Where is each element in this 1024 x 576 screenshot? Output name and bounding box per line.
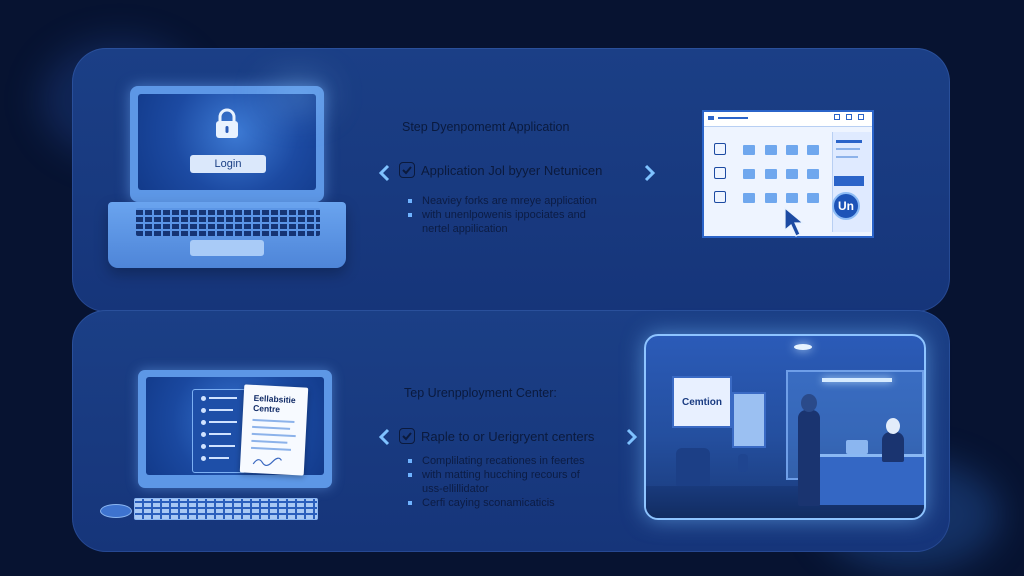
employment-center-photo: Cemtion — [644, 334, 926, 520]
check-icon — [402, 166, 412, 175]
center-sign: Cemtion — [672, 376, 732, 428]
window-titlebar — [704, 112, 872, 127]
chevron-left-icon[interactable] — [376, 427, 394, 447]
application-check-item: Application Jol byyer Netunicen — [399, 162, 602, 178]
chevron-right-icon[interactable] — [640, 163, 658, 183]
check-item-label: Raple to or Uerigryent centers — [421, 428, 595, 444]
list-item: with unenlpowenis ippociates and — [406, 208, 597, 222]
list-item: Cerfi caying sconamicaticis — [406, 496, 585, 510]
checkbox[interactable] — [399, 428, 415, 444]
user-badge[interactable]: Un — [832, 192, 860, 220]
checkbox[interactable] — [714, 167, 726, 179]
keyboard — [134, 498, 318, 520]
waiting-chair — [676, 448, 710, 486]
list-item: Neaviey forks are mreye application — [406, 194, 597, 208]
keyboard — [136, 208, 320, 236]
mouse — [100, 504, 132, 518]
reception-desk — [818, 454, 924, 505]
application-bullet-list: Neaviey forks are mreye application with… — [406, 194, 597, 236]
signature-mark — [252, 457, 282, 467]
login-button[interactable]: Login — [190, 155, 266, 173]
wall-poster — [732, 392, 766, 448]
checkbox[interactable] — [714, 143, 726, 155]
center-sign-text: Cemtion — [682, 396, 722, 408]
step-title-unemployment-center: Tep Urenpployment Center: — [404, 386, 557, 400]
check-item-label: Application Jol byyer Netunicen — [421, 162, 603, 178]
checkbox[interactable] — [714, 191, 726, 203]
task-list-card — [192, 389, 246, 473]
document-title: Eellabsitie Centre — [252, 392, 296, 415]
lock-icon — [216, 108, 238, 138]
center-check-item: Raple to or Uerigryent centers — [399, 428, 594, 444]
chevron-left-icon[interactable] — [376, 163, 394, 183]
laptop-keyboard-base — [108, 202, 346, 268]
laptop-login-screen — [130, 86, 324, 202]
list-item: uss-ellillidator — [422, 483, 489, 495]
cursor-icon — [784, 206, 805, 237]
list-item: with matting hucching recours of — [406, 468, 585, 482]
application-document: Eellabsitie Centre — [239, 384, 309, 476]
list-item: nertel appilication — [422, 223, 508, 235]
check-icon — [402, 432, 412, 441]
login-button-label: Login — [214, 158, 242, 170]
checkbox[interactable] — [399, 162, 415, 178]
center-bullet-list: Complilating recationes in feertes with … — [406, 454, 585, 510]
step-title-application: Step Dyenpomemt Application — [402, 120, 570, 134]
seated-staff — [882, 432, 904, 462]
trackpad — [190, 240, 264, 256]
badge-label: Un — [838, 199, 854, 213]
standing-person — [798, 410, 820, 506]
chevron-right-icon[interactable] — [622, 427, 640, 447]
list-item: Complilating recationes in feertes — [406, 454, 585, 468]
